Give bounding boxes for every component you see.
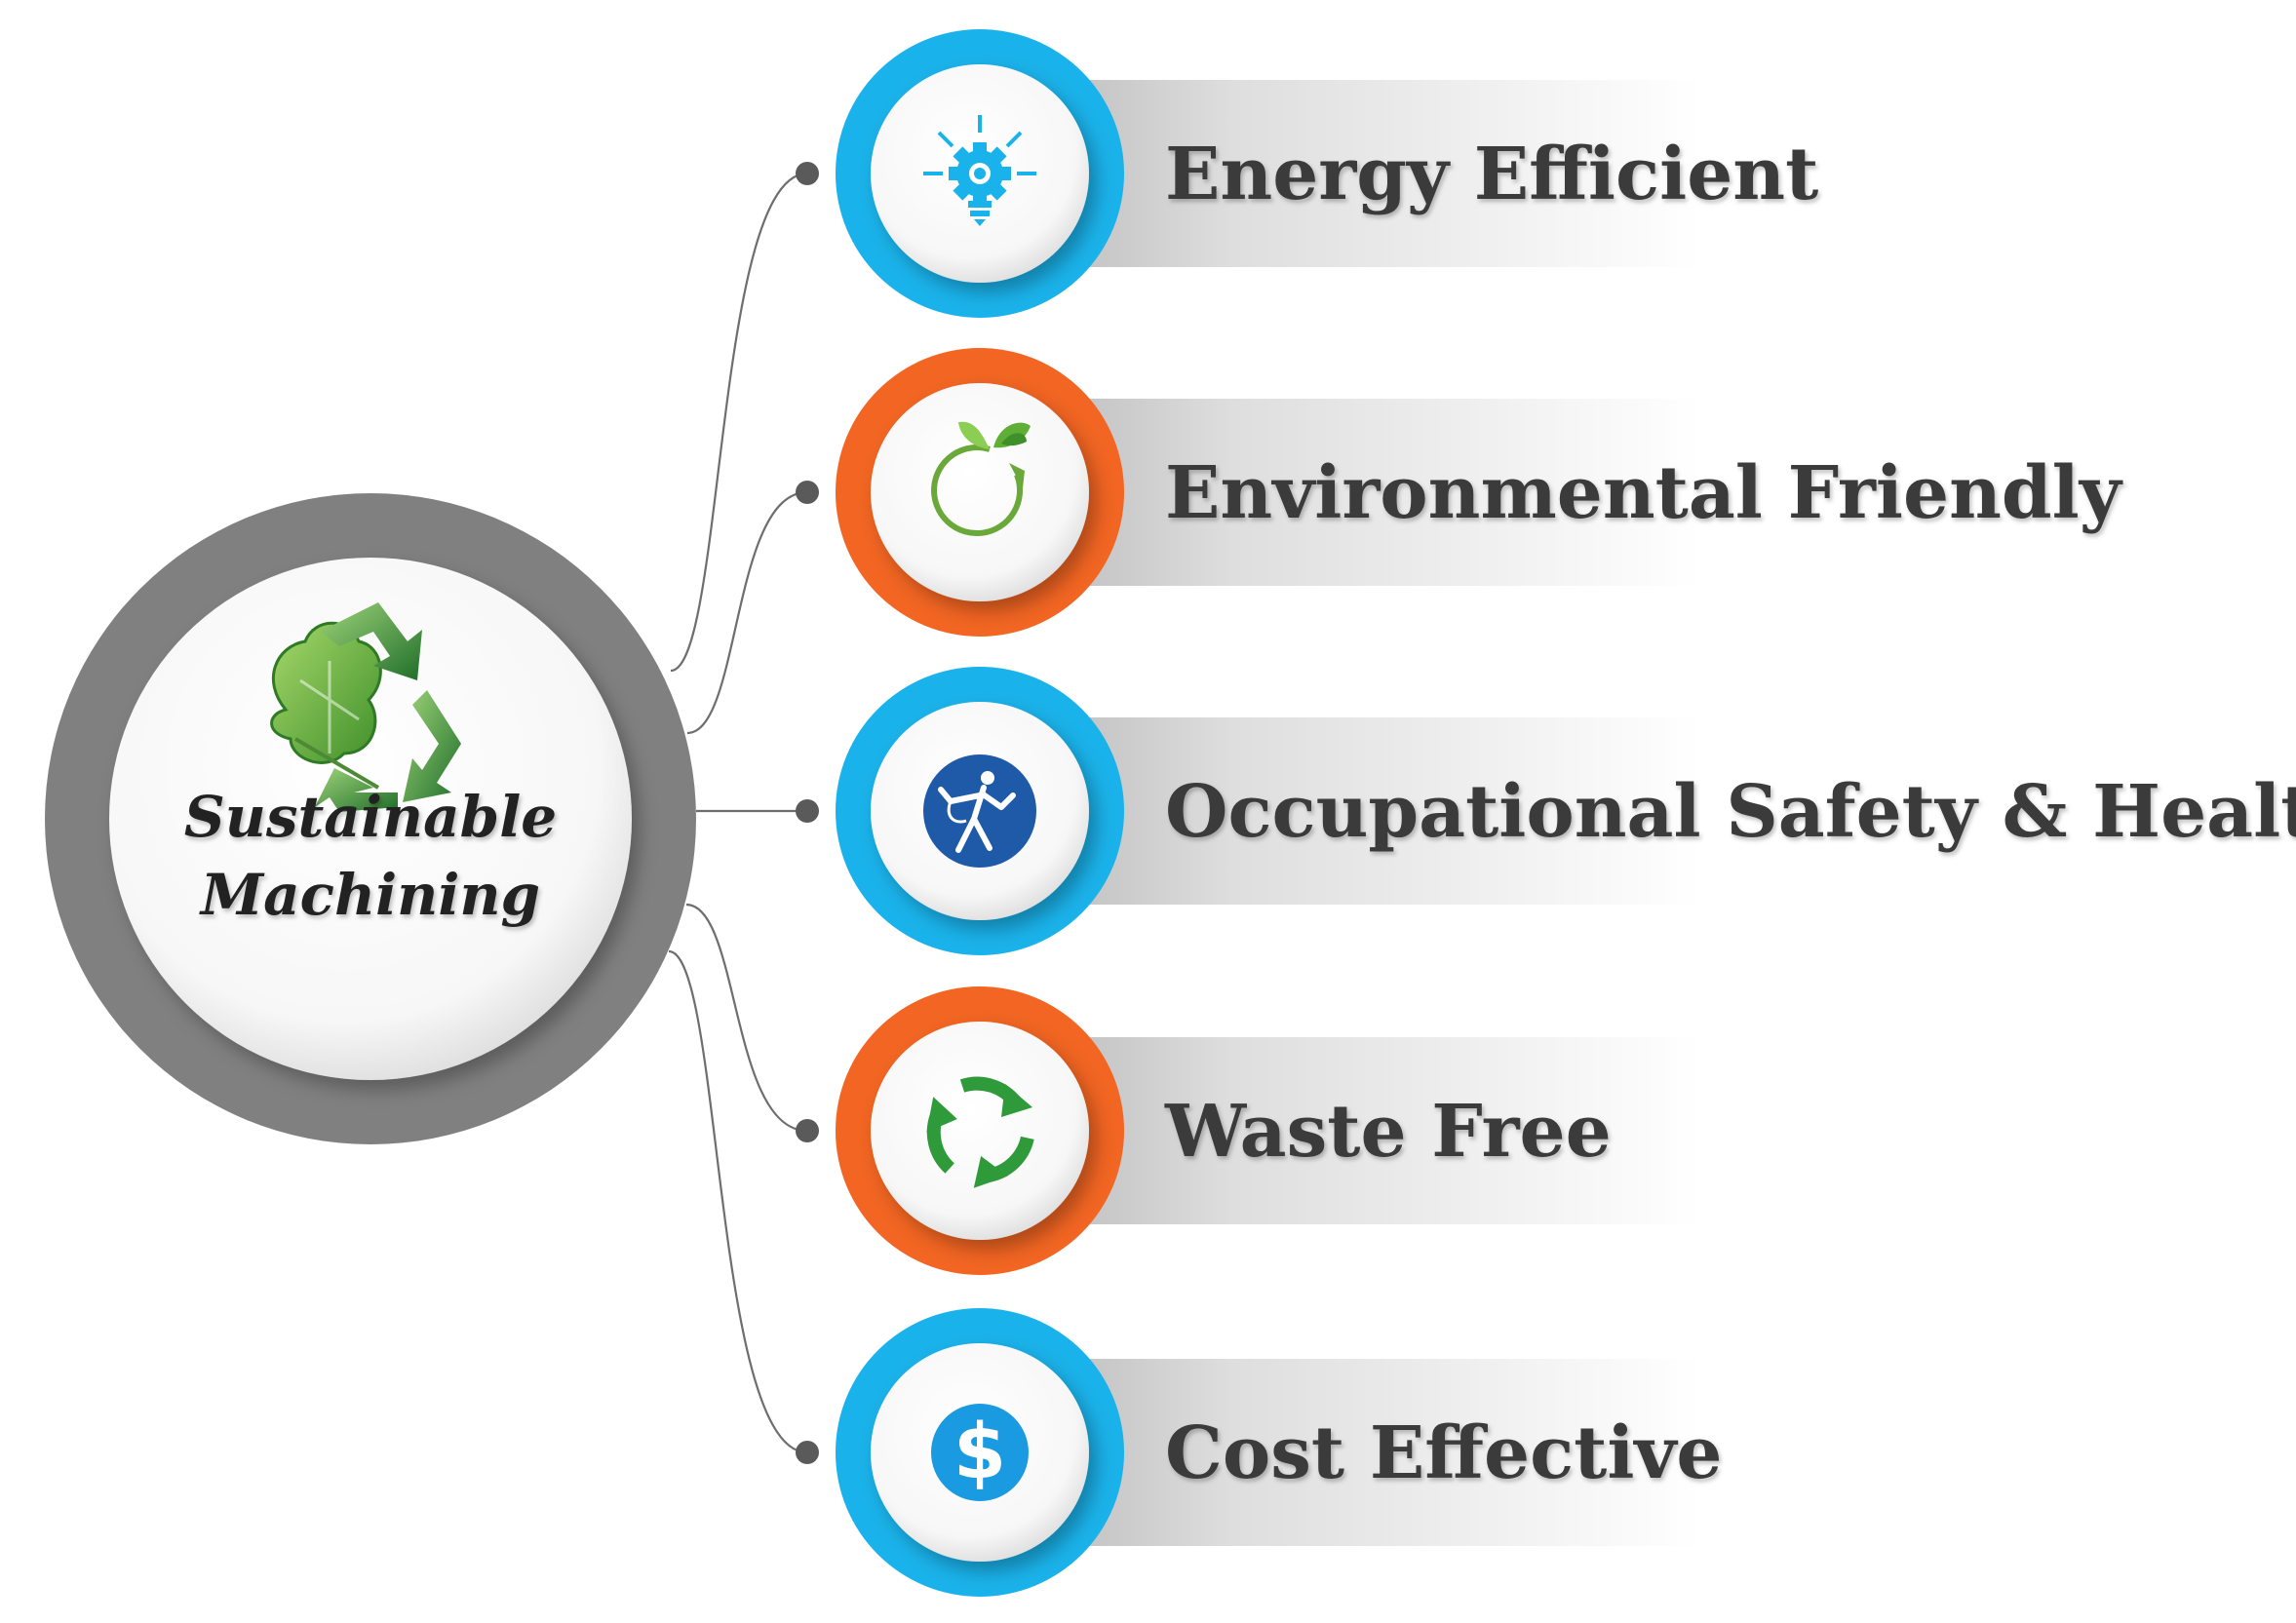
item-node: $ Cost Effective xyxy=(836,1308,1723,1597)
connector-dot xyxy=(796,1119,819,1142)
hub-title-line2: Machining xyxy=(199,862,540,928)
connector-dot xyxy=(796,799,819,823)
dollar-icon: $ xyxy=(931,1404,1029,1501)
item-node: Energy Efficient xyxy=(836,29,1818,318)
central-hub: Sustainable Machining xyxy=(45,493,696,1144)
item-label: Environmental Friendly xyxy=(1165,451,2123,535)
leaf-cycle-icon xyxy=(931,421,1031,536)
connector-line xyxy=(685,903,808,1133)
hub-inner-circle xyxy=(109,558,632,1080)
item-node: Waste Free xyxy=(836,986,1612,1275)
safety-harness-icon xyxy=(923,754,1036,868)
item-node: Environmental Friendly xyxy=(836,348,2123,637)
item-label: Energy Efficient xyxy=(1165,133,1818,216)
svg-text:$: $ xyxy=(953,1409,1006,1496)
item-label: Cost Effective xyxy=(1165,1411,1723,1495)
connector-dot xyxy=(796,1441,819,1464)
node-inner-circle xyxy=(871,383,1089,601)
item-label: Waste Free xyxy=(1164,1090,1612,1174)
connector-dot xyxy=(796,481,819,504)
item-node: Occupational Safety & Health xyxy=(836,667,2296,955)
connector-line xyxy=(670,172,808,673)
recycle-leaf-icon xyxy=(270,602,461,812)
hub-title-line1: Sustainable xyxy=(184,784,557,850)
item-label: Occupational Safety & Health xyxy=(1165,770,2296,854)
node-inner-circle xyxy=(871,1022,1089,1240)
recycle-arrows-icon xyxy=(926,1076,1034,1188)
connector-lines xyxy=(668,162,819,1464)
lightbulb-gear-icon xyxy=(923,115,1036,226)
connector-line xyxy=(668,949,808,1454)
connector-dot xyxy=(796,162,819,185)
connector-line xyxy=(686,490,808,735)
